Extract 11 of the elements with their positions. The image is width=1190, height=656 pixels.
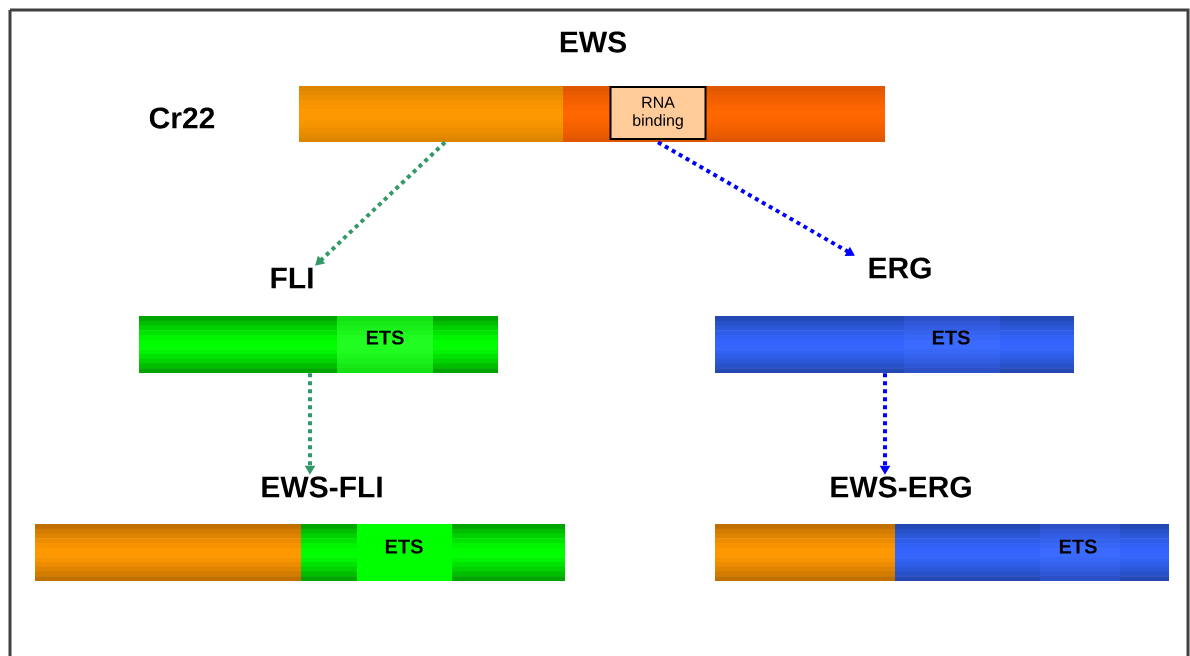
domain-label: ETS	[1059, 539, 1097, 554]
domain-box: RNA binding	[609, 86, 707, 140]
gene-name: ERG	[869, 257, 931, 279]
domain-label: ETS	[385, 539, 423, 554]
chromosome-label: Cr22	[149, 107, 215, 129]
gene-name: FLI	[271, 267, 313, 289]
gene-name: EWS-ERG	[831, 476, 971, 498]
domain-label: ETS	[932, 330, 970, 345]
domain-label: ETS	[366, 330, 404, 345]
gene-name: EWS	[560, 31, 626, 53]
gene-name: EWS-FLI	[262, 476, 382, 498]
